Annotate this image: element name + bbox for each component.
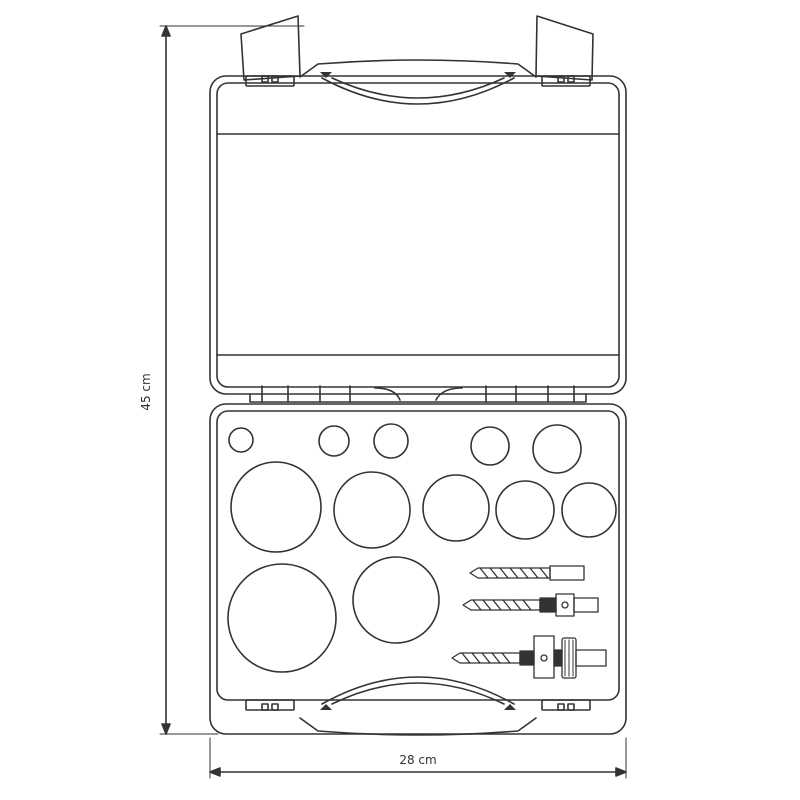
hole-slot — [422, 474, 490, 542]
hole-slot — [470, 426, 510, 466]
hole-slot — [495, 480, 555, 540]
hole-slot — [561, 482, 617, 538]
base-right-latch — [541, 699, 591, 711]
lid-handle — [299, 59, 537, 105]
right-latch — [535, 15, 594, 87]
hole-slot — [318, 425, 350, 457]
hole-slot — [373, 423, 409, 459]
width-label: 28 cm — [399, 753, 436, 767]
hole-slot — [230, 461, 322, 553]
hole-slot — [228, 427, 254, 453]
height-dimension: 45 cm — [139, 25, 305, 735]
holes-top-row — [228, 423, 582, 474]
hole-slot — [352, 556, 440, 644]
drill-bit — [469, 565, 585, 581]
hole-slot — [227, 563, 337, 673]
case-lid — [209, 15, 627, 395]
holes-middle-row — [230, 461, 617, 553]
arbor-with-pilot-drill — [451, 635, 607, 679]
case-hinge — [249, 385, 587, 403]
width-dimension: 28 cm — [209, 737, 627, 779]
hole-slot — [333, 471, 411, 549]
holes-bottom-row — [227, 556, 440, 673]
drill-bit-with-adapter — [462, 593, 599, 617]
hole-slot — [532, 424, 582, 474]
left-latch — [240, 15, 301, 87]
base-left-latch — [245, 699, 295, 711]
height-label: 45 cm — [139, 373, 153, 410]
base-handle — [299, 676, 537, 736]
case-base — [209, 403, 627, 736]
